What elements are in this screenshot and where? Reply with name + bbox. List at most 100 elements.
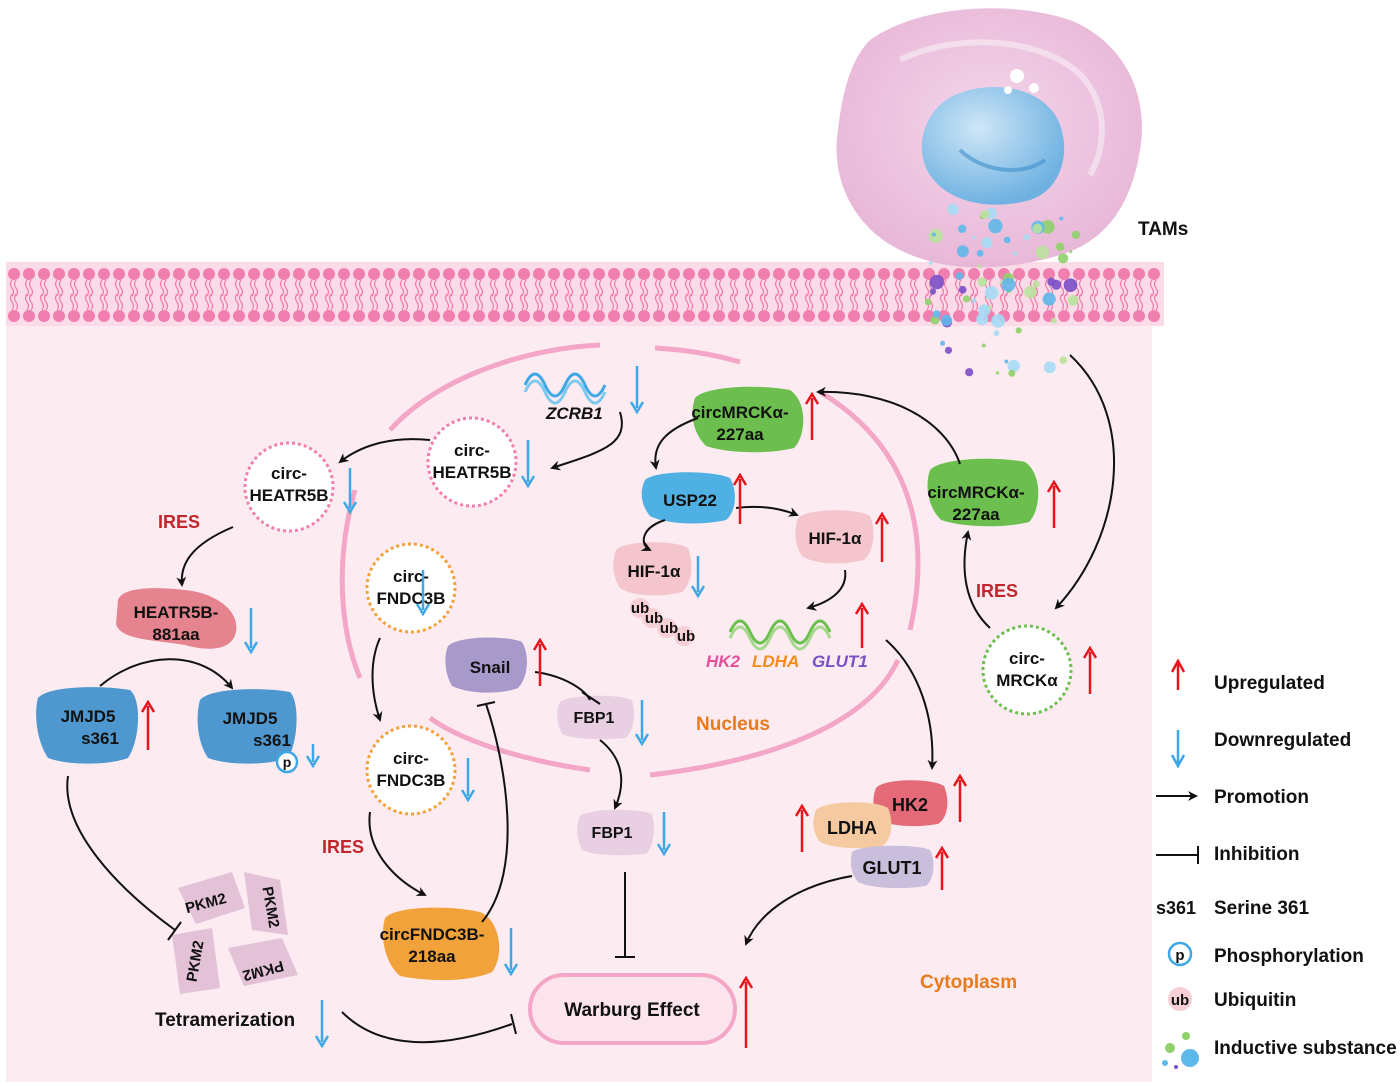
legend-ubiquitin-icon xyxy=(1168,987,1192,1011)
tetramerization-label: Tetramerization xyxy=(155,1010,295,1031)
snail-label: Snail xyxy=(470,658,511,677)
circ-fndc3b-cytoplasmic: circ- FNDC3B xyxy=(365,724,457,816)
jmjd5-right-line1: JMJD5 xyxy=(223,709,278,728)
legend-up-arrow-icon xyxy=(1170,658,1186,690)
hif1a-ubiquitinated: HIF-1α ub ub ub ub xyxy=(613,542,695,646)
circ-fndc3b-nuclear: circ- FNDC3B xyxy=(365,542,457,634)
legend-ub-symbol: ub xyxy=(1171,992,1189,1009)
circmrcka-cyt-line1: circMRCKα- xyxy=(927,483,1024,502)
legend-inhibition-icon xyxy=(1156,846,1199,864)
fbp1-nuclear-label: FBP1 xyxy=(574,710,615,727)
cell-membrane xyxy=(8,268,1160,322)
fbp1-protein-nuclear: FBP1 xyxy=(557,695,634,740)
nuclear-envelope xyxy=(339,342,921,778)
cytoplasm-label: Cytoplasm xyxy=(920,972,1017,993)
warburg-label: Warburg Effect xyxy=(564,1000,700,1021)
zcrb1-label: ZCRB1 xyxy=(545,404,603,423)
pkm2-label-2: PKM2 xyxy=(258,885,282,929)
hif1a-label: HIF-1α xyxy=(809,529,863,548)
ldha-protein-label: LDHA xyxy=(827,818,877,838)
legend-inhibition: Inhibition xyxy=(1214,844,1299,865)
heatr5b-881aa-protein: HEATR5B- 881aa xyxy=(116,588,237,649)
legend-down-arrow-icon xyxy=(1170,730,1186,769)
zcrb1-gene: ZCRB1 xyxy=(523,372,607,423)
snail-protein: Snail xyxy=(445,637,527,693)
jmjd5-protein-right: JMJD5 s361 p xyxy=(197,689,299,774)
legend-serine: Serine 361 xyxy=(1214,898,1309,919)
regulation-arrows xyxy=(140,366,1098,1049)
circ-heatr5b-nuc-line2: HEATR5B xyxy=(432,463,511,482)
hk2-protein-label: HK2 xyxy=(892,795,928,815)
circmrcka-227aa-cytoplasmic: circMRCKα- 227aa xyxy=(927,458,1039,527)
warburg-effect-box: Warburg Effect xyxy=(528,973,737,1045)
circ-heatr5b-cytoplasmic: circ- HEATR5B xyxy=(243,441,335,533)
jmjd5-protein-left: JMJD5 s361 xyxy=(36,687,139,764)
ires-label-fndc3b: IRES xyxy=(322,837,364,857)
tams-label: TAMs xyxy=(1138,219,1188,240)
circ-mrcka-line1: circ- xyxy=(1009,649,1045,668)
circ-fndc3b-nuc-line2: FNDC3B xyxy=(377,589,446,608)
ires-label-mrcka: IRES xyxy=(976,581,1018,601)
ub-label-2: ub xyxy=(645,610,663,627)
ldha-protein: LDHA xyxy=(813,802,892,849)
phospho-p-label: p xyxy=(283,754,292,770)
hif1a-ub-label: HIF-1α xyxy=(628,562,682,581)
circfndc3b-218aa-protein: circFNDC3B- 218aa xyxy=(380,907,500,981)
tam-cell-illustration xyxy=(836,8,1142,268)
ldha-gene-label: LDHA xyxy=(752,652,799,671)
circfndc3b-218aa-line1: circFNDC3B- xyxy=(380,925,485,944)
circmrcka-nuc-line1: circMRCKα- xyxy=(691,403,788,422)
promotion-arrows xyxy=(99,354,1116,946)
ub-label-1: ub xyxy=(631,600,649,617)
legend-downregulated: Downregulated xyxy=(1214,730,1351,751)
inhibition-lines xyxy=(66,671,635,1044)
glut1-protein-label: GLUT1 xyxy=(862,858,921,878)
ub-label-3: ub xyxy=(660,620,678,637)
circ-heatr5b-cyt-line2: HEATR5B xyxy=(249,486,328,505)
legend-phosphorylation: Phosphorylation xyxy=(1214,946,1364,967)
hif1a-protein: HIF-1α xyxy=(795,510,874,564)
pkm2-tetramer: PKM2 PKM2 PKM2 PKM2 xyxy=(172,872,298,994)
legend-p-symbol: p xyxy=(1175,947,1184,964)
ubiquitin-chain: ub ub ub ub xyxy=(630,598,695,646)
usp22-label: USP22 xyxy=(663,491,717,510)
phosphorylation-icon xyxy=(275,750,299,774)
legend-s361-symbol: s361 xyxy=(1156,898,1196,918)
legend: Upregulated Downregulated Promotion Inhi… xyxy=(1156,658,1397,1069)
circ-fndc3b-nuc-line1: circ- xyxy=(393,567,429,586)
hk2-gene-label: HK2 xyxy=(706,652,741,671)
circfndc3b-218aa-line2: 218aa xyxy=(408,947,456,966)
circmrcka-227aa-nuclear: circMRCKα- 227aa xyxy=(691,386,804,453)
jmjd5-left-line2: s361 xyxy=(81,729,119,748)
circ-heatr5b-nuc-line1: circ- xyxy=(454,441,490,460)
circmrcka-cyt-line2: 227aa xyxy=(952,505,1000,524)
fbp1-protein-cytoplasmic: FBP1 xyxy=(577,809,654,856)
nucleus-label: Nucleus xyxy=(696,714,770,735)
usp22-protein: USP22 xyxy=(641,472,735,524)
legend-phosphorylation-icon xyxy=(1167,941,1193,967)
heatr5b-881aa-line2: 881aa xyxy=(152,625,200,644)
fbp1-cytoplasmic-label: FBP1 xyxy=(592,825,633,842)
hk2-protein: HK2 xyxy=(873,780,948,827)
glut1-gene-label: GLUT1 xyxy=(812,652,868,671)
ires-label-heatr5b: IRES xyxy=(158,512,200,532)
legend-inductive-substance: Inductive substance xyxy=(1214,1038,1397,1059)
heatr5b-881aa-line1: HEATR5B- xyxy=(134,603,219,622)
legend-upregulated: Upregulated xyxy=(1214,673,1325,694)
circ-heatr5b-cyt-line1: circ- xyxy=(271,464,307,483)
inductive-substance-particles xyxy=(924,203,1081,377)
circ-fndc3b-cyt-line2: FNDC3B xyxy=(377,771,446,790)
target-genes: HK2 LDHA GLUT1 xyxy=(706,619,868,671)
jmjd5-left-line1: JMJD5 xyxy=(61,707,116,726)
legend-inductive-substance-icon xyxy=(1162,1032,1199,1069)
ub-label-4: ub xyxy=(677,628,695,645)
circ-fndc3b-cyt-line1: circ- xyxy=(393,749,429,768)
jmjd5-right-line2: s361 xyxy=(253,731,291,750)
circ-heatr5b-nuclear: circ- HEATR5B xyxy=(426,416,518,508)
pkm2-label-3: PKM2 xyxy=(184,939,208,983)
circmrcka-nuc-line2: 227aa xyxy=(716,425,764,444)
circ-mrcka-line2: MRCKα xyxy=(996,671,1058,690)
glut1-protein: GLUT1 xyxy=(850,845,934,889)
legend-ubiquitin: Ubiquitin xyxy=(1214,990,1296,1011)
